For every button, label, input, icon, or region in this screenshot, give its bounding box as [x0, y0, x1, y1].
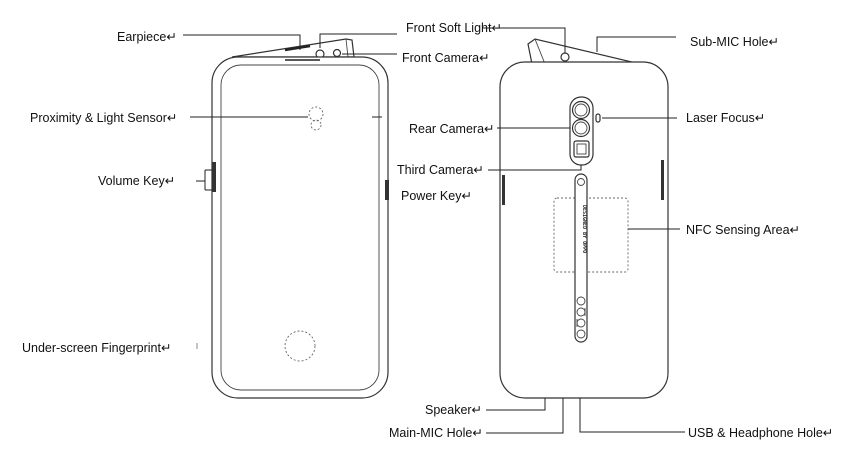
back-soft-light-icon: [560, 52, 570, 62]
front-phone: [196, 38, 389, 399]
strip-text: DESIGNED BY OPPO: [581, 205, 587, 253]
label-front-soft-light: Front Soft Light↵: [406, 21, 502, 35]
volume-key: [212, 162, 216, 192]
front-camera-icon: [332, 48, 342, 58]
laser-focus-icon: [595, 113, 601, 123]
label-main-mic: Main-MIC Hole↵: [389, 426, 483, 440]
label-earpiece: Earpiece↵: [117, 30, 177, 44]
label-laser-focus: Laser Focus↵: [686, 111, 765, 125]
label-third-camera: Third Camera↵: [397, 163, 484, 177]
front-phone-body: [211, 56, 389, 399]
label-fingerprint: Under-screen Fingerprint↵: [22, 341, 171, 355]
power-key: [385, 180, 389, 200]
label-rear-camera: Rear Camera↵: [409, 122, 495, 136]
label-volume-key: Volume Key↵: [98, 174, 175, 188]
back-side-key-left: [502, 175, 505, 205]
label-front-camera: Front Camera↵: [402, 51, 490, 65]
label-sub-mic: Sub-MIC Hole↵: [690, 35, 779, 49]
back-phone: DESIGNED BY OPPO: [499, 38, 669, 399]
oppo-logo: [576, 296, 586, 339]
fingerprint-area-icon: [284, 330, 316, 362]
front-screen: [220, 64, 380, 391]
third-camera-icon: [573, 140, 590, 158]
back-side-key-right: [661, 160, 664, 200]
label-speaker: Speaker↵: [425, 403, 482, 417]
label-proximity-sensor: Proximity & Light Sensor↵: [30, 111, 177, 125]
back-strip: [574, 173, 588, 343]
label-usb: USB & Headphone Hole↵: [688, 426, 833, 440]
label-nfc: NFC Sensing Area↵: [686, 223, 800, 237]
proximity-sensor-icon: [308, 106, 324, 122]
label-power-key: Power Key↵: [401, 189, 472, 203]
earpiece-grille: [284, 44, 311, 52]
nfc-area: [553, 197, 629, 273]
back-popup-camera: [527, 38, 641, 65]
